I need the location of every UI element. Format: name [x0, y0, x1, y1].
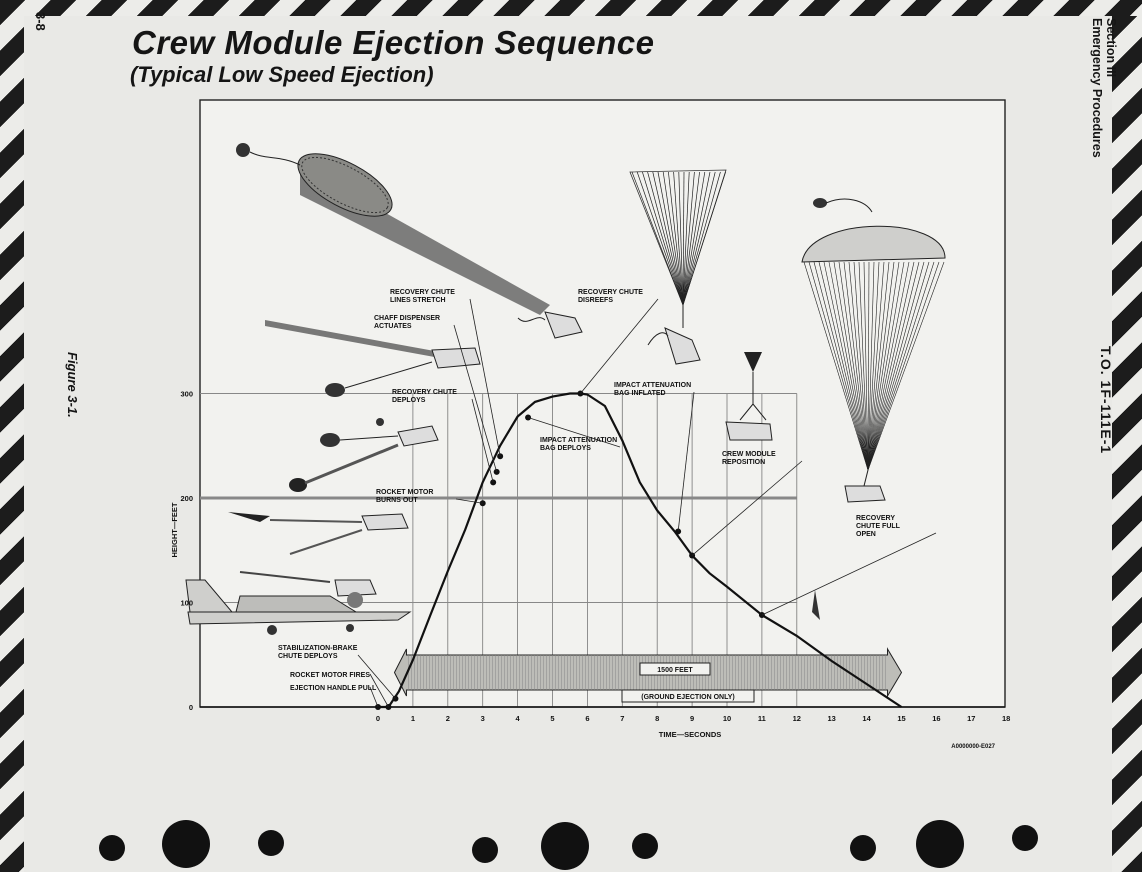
- page-subtitle: (Typical Low Speed Ejection): [130, 62, 434, 87]
- aircraft-illustration: [185, 571, 412, 635]
- event-leader-line: [580, 298, 659, 394]
- event-leader-line: [469, 298, 501, 457]
- x-tick-label: 6: [585, 714, 589, 723]
- x-tick-label: 14: [862, 714, 871, 723]
- event-labels: EJECTION HANDLE PULL ROCKET MOTOR FIRES ST…: [278, 289, 901, 692]
- event-leader-line: [677, 391, 695, 532]
- event-leader-lines: [357, 298, 937, 708]
- event-label: RECOVERY CHUTE: [392, 389, 457, 396]
- drogue-chute-illustration: [236, 143, 550, 315]
- x-tick-label: 16: [932, 714, 940, 723]
- event-label: RECOVERY CHUTE: [578, 289, 643, 296]
- event-leader-line: [761, 532, 937, 616]
- y-axis-label: HEIGHT—FEET: [170, 502, 179, 557]
- event-label: CHUTE DEPLOYS: [278, 653, 338, 660]
- x-tick-label: 3: [481, 714, 485, 723]
- event-label: BAG INFLATED: [614, 390, 666, 397]
- event-label: LINES STRETCH: [390, 297, 446, 304]
- x-tick-label: 4: [516, 714, 521, 723]
- event-leader-line: [357, 654, 396, 699]
- x-tick-label: 12: [793, 714, 801, 723]
- event-label: BURNS OUT: [376, 497, 418, 504]
- x-tick-label: 13: [828, 714, 836, 723]
- x-tick-label: 2: [446, 714, 450, 723]
- binder-holes: [99, 820, 1038, 870]
- ground-ejection-distance: 1500 FEET: [657, 667, 693, 674]
- event-label: CREW MODULE: [722, 451, 776, 458]
- hatched-border-right: [1112, 16, 1142, 872]
- x-tick-label: 11: [758, 714, 766, 723]
- event-label: CHAFF DISPENSER: [374, 315, 440, 322]
- x-tick-label: 15: [897, 714, 905, 723]
- x-tick-label: 18: [1002, 714, 1010, 723]
- x-tick-label: 5: [550, 714, 554, 723]
- x-tick-label: 9: [690, 714, 694, 723]
- event-label: IMPACT ATTENUATION: [614, 382, 691, 389]
- event-label: OPEN: [856, 531, 876, 538]
- trajectory-line: [378, 392, 903, 709]
- event-label: STABILIZATION-BRAKE: [278, 645, 358, 652]
- event-label: EJECTION HANDLE PULL: [290, 685, 377, 692]
- event-leader-line: [453, 324, 498, 472]
- x-tick-label: 7: [620, 714, 624, 723]
- event-label: DISREEFS: [578, 297, 613, 304]
- event-leader-line: [527, 417, 621, 448]
- event-label: ACTUATES: [374, 323, 412, 330]
- page-title: Crew Module Ejection Sequence: [132, 24, 655, 61]
- event-label: RECOVERY CHUTE: [390, 289, 455, 296]
- recovery-chute-disreefs-illustration: [629, 169, 727, 365]
- event-label: IMPACT ATTENUATION: [540, 437, 617, 444]
- crew-module-reposition-illustration: [725, 352, 773, 441]
- y-tick-label: 0: [189, 703, 193, 712]
- main-chute-full-open-illustration: [801, 198, 946, 620]
- y-tick-label: 200: [180, 494, 193, 503]
- event-label: CHUTE FULL: [856, 523, 901, 530]
- event-leader-line: [369, 686, 379, 708]
- event-label: REPOSITION: [722, 459, 765, 466]
- event-leader-line: [471, 398, 494, 483]
- x-tick-label: 17: [967, 714, 975, 723]
- x-tick-label: 8: [655, 714, 659, 723]
- x-axis-label: TIME—SECONDS: [659, 730, 722, 739]
- artwork-id: A0000000-E027: [951, 744, 995, 750]
- event-label: BAG DEPLOYS: [540, 445, 591, 452]
- event-label: ROCKET MOTOR: [376, 489, 433, 496]
- event-leader-line: [691, 460, 803, 556]
- x-tick-label: 10: [723, 714, 731, 723]
- event-label: RECOVERY: [856, 515, 895, 522]
- y-axis-ticks: 0 100 200 300: [180, 390, 193, 713]
- y-tick-label: 300: [180, 390, 193, 399]
- hatched-border-left: [0, 0, 24, 872]
- ground-ejection-note: (GROUND EJECTION ONLY): [641, 694, 734, 701]
- x-tick-label: 1: [411, 714, 415, 723]
- hatched-border-top: [0, 0, 1142, 16]
- event-leader-line: [369, 673, 389, 708]
- event-label: ROCKET MOTOR FIRES: [290, 672, 370, 679]
- x-tick-label: 0: [376, 714, 380, 723]
- event-label: DEPLOYS: [392, 397, 426, 404]
- crew-module-illustration: [228, 311, 583, 555]
- y-tick-label: 100: [180, 599, 193, 608]
- event-leader-line: [455, 498, 483, 504]
